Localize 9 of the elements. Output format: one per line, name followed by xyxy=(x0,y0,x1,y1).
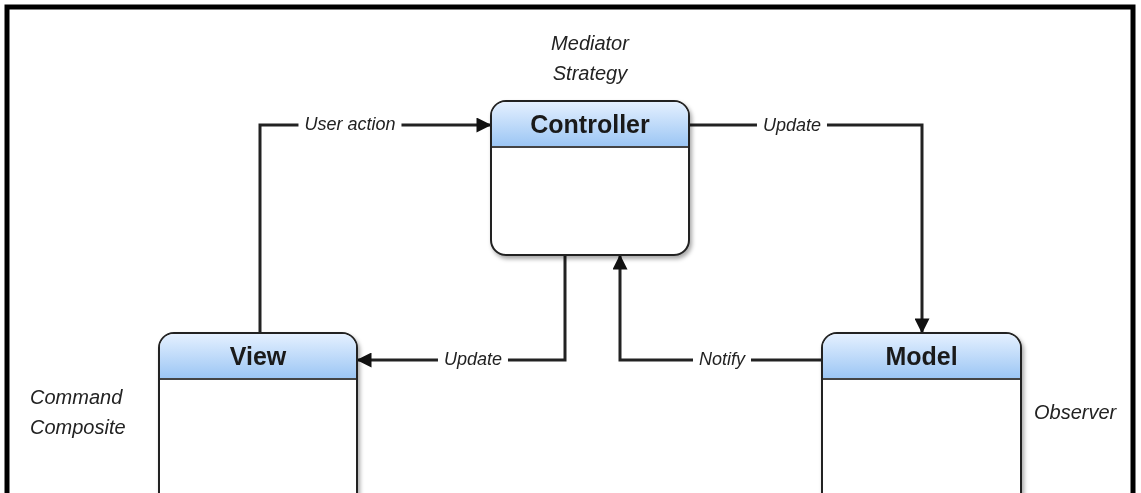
box-title: View xyxy=(229,341,287,371)
pattern-note: Command Composite xyxy=(30,385,127,440)
class-box xyxy=(158,332,358,493)
pattern-note: Observer xyxy=(1034,400,1118,425)
box-title: Model xyxy=(885,341,958,371)
class-box xyxy=(490,100,690,256)
class-box xyxy=(821,332,1022,493)
box-title: Controller xyxy=(530,109,650,139)
pattern-note: Mediator Strategy xyxy=(550,31,631,86)
